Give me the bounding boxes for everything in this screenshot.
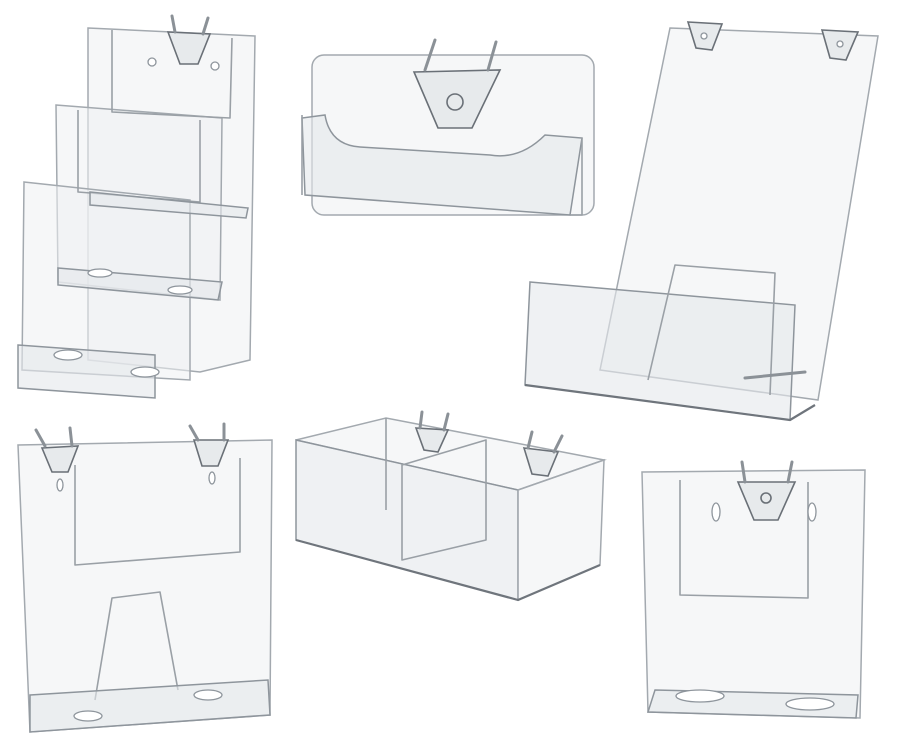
tiered-brochure-holder (17, 14, 256, 399)
two-compartment-bin (295, 410, 607, 602)
wall-brochure-pocket (17, 422, 273, 733)
business-card-holder (301, 38, 595, 216)
slanted-sign-holder (524, 21, 879, 422)
small-wall-pocket (641, 460, 866, 719)
